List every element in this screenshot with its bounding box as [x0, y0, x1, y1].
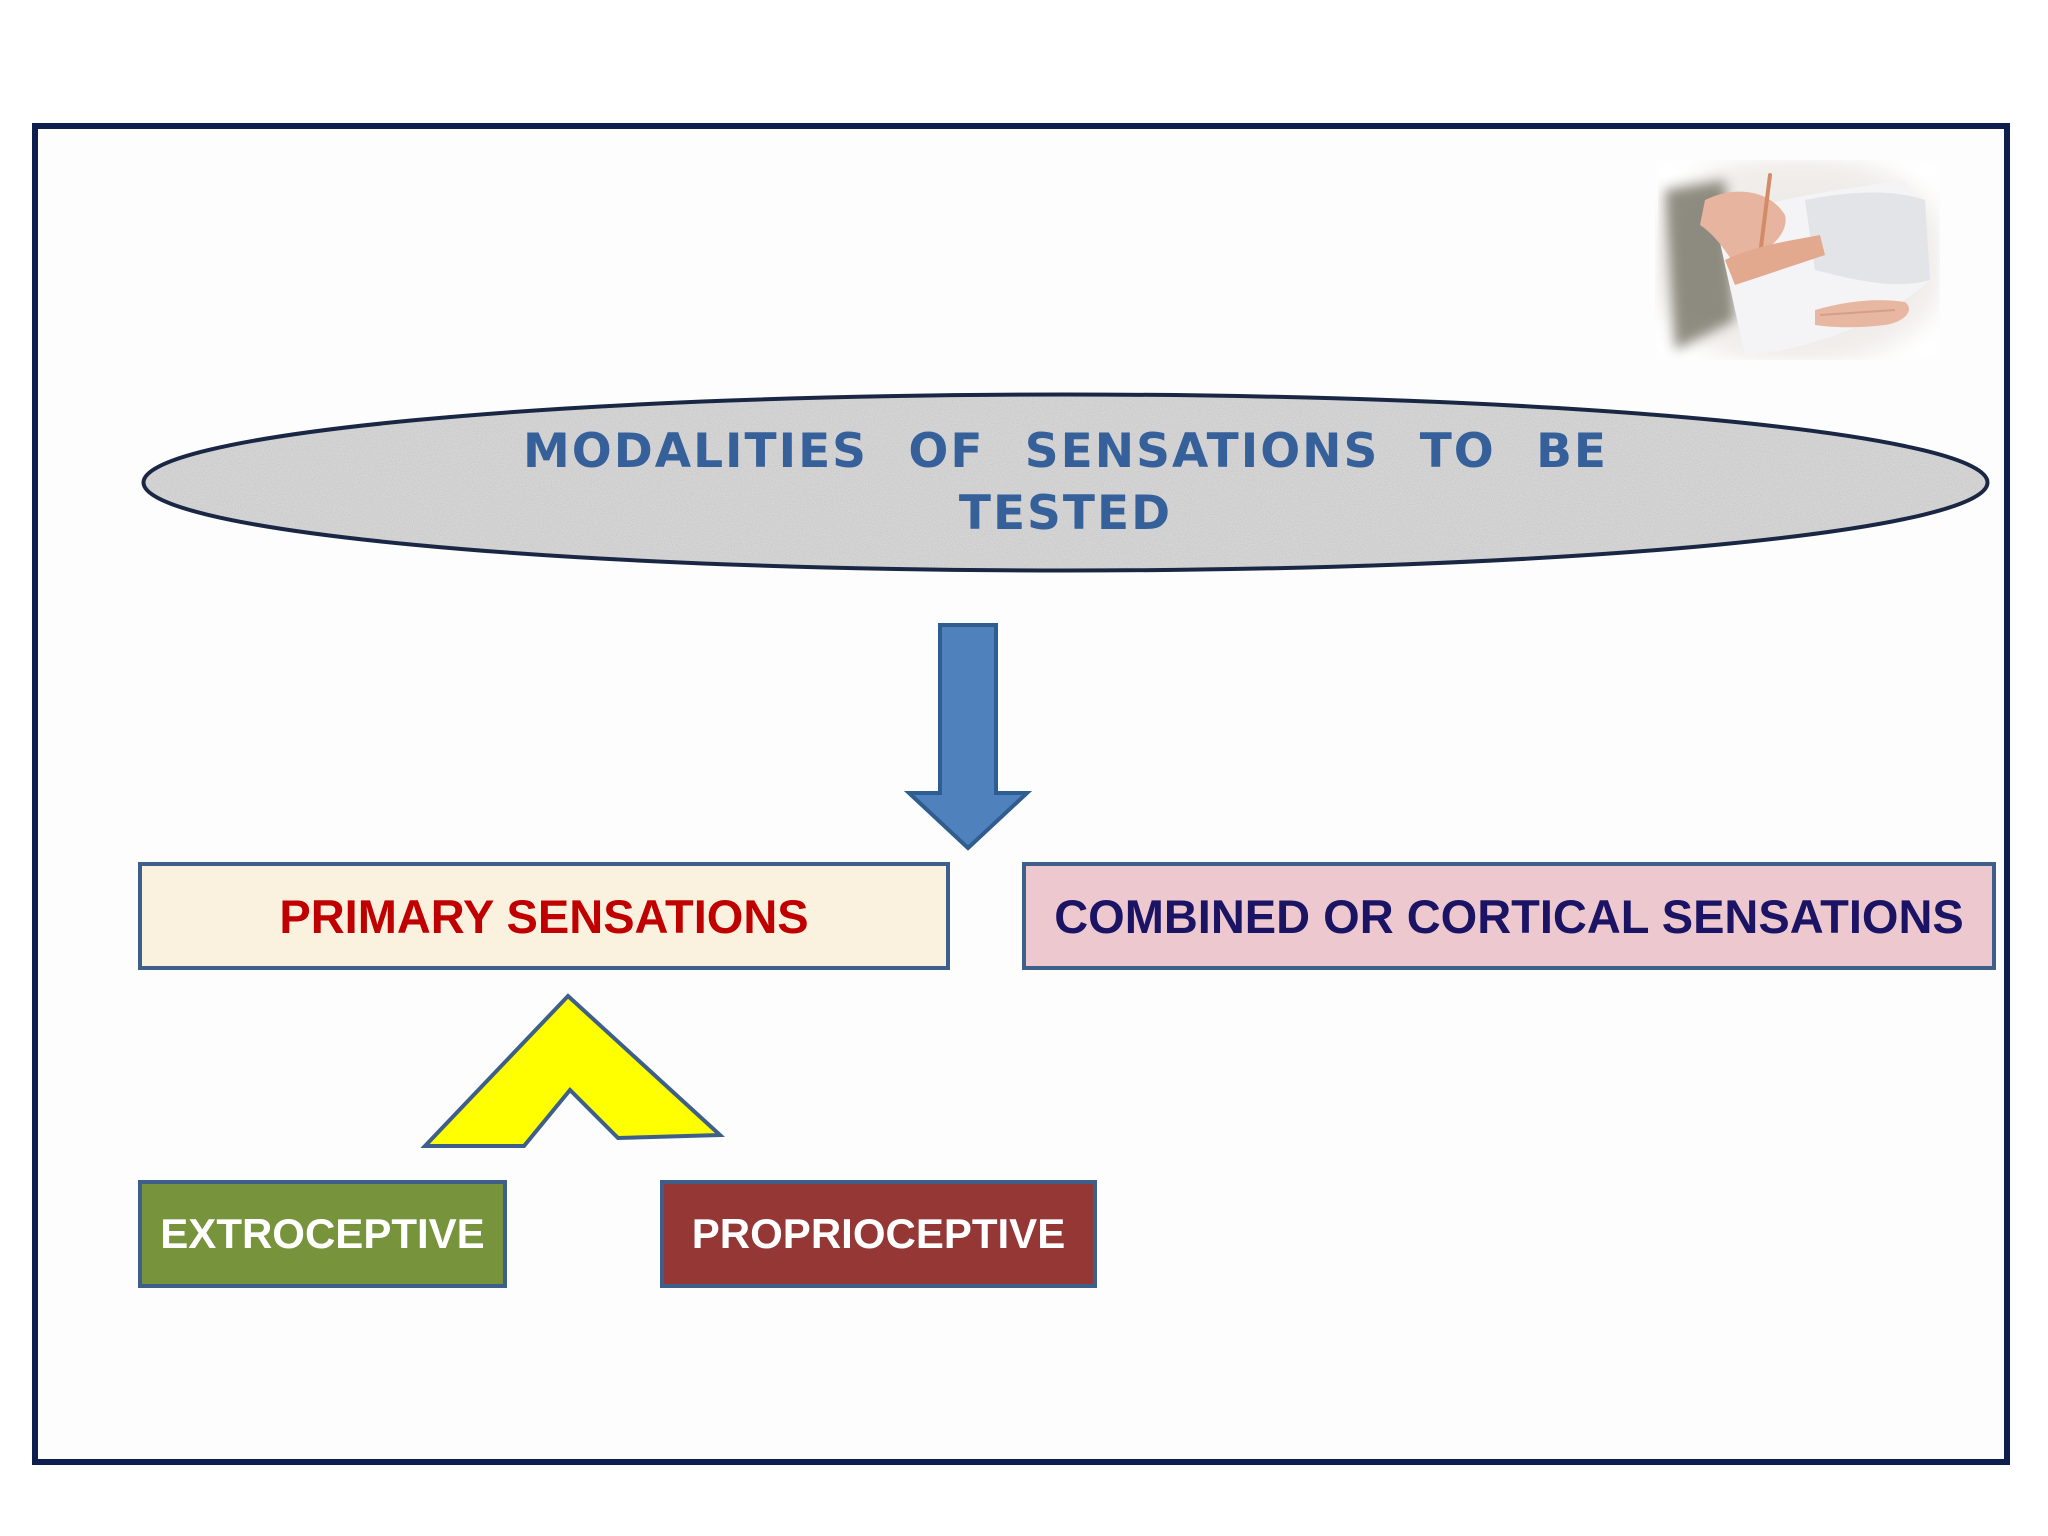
sensory-testing-photo-icon	[1655, 160, 1940, 360]
combined-sensations-box: COMBINED OR CORTICAL SENSATIONS	[1022, 862, 1996, 970]
proprioceptive-label: PROPRIOCEPTIVE	[691, 1210, 1066, 1257]
extroceptive-box: EXTROCEPTIVE	[138, 1180, 507, 1288]
extroceptive-label: EXTROCEPTIVE	[160, 1210, 485, 1257]
title-ellipse	[141, 392, 1990, 573]
proprioceptive-box: PROPRIOCEPTIVE	[660, 1180, 1097, 1288]
combined-sensations-label: COMBINED OR CORTICAL SENSATIONS	[1054, 889, 1964, 943]
primary-sensations-label: PRIMARY SENSATIONS	[279, 889, 809, 943]
primary-sensations-box: PRIMARY SENSATIONS	[138, 862, 950, 970]
